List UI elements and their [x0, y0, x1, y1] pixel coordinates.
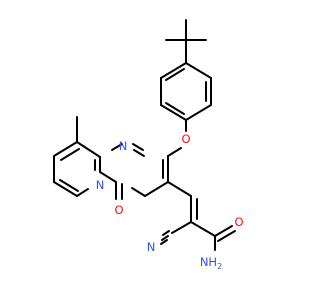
- phenyl-ring: [160, 62, 212, 121]
- pyrimidinone-ring: [99, 143, 169, 197]
- nitrile-group: [160, 221, 192, 245]
- amide-oxygen-label: O: [234, 215, 243, 229]
- nitrile-nitrogen-label: N: [147, 240, 156, 254]
- structure-diagram: O N N O N O NH2: [53, 19, 244, 271]
- ring-nitrogen-bridge-label: N: [96, 178, 105, 192]
- amide-nh2-label: NH2: [200, 255, 222, 271]
- acrylamide-chain: [167, 181, 236, 251]
- ether-oxygen-label: O: [181, 132, 190, 146]
- tert-butyl-group: [165, 19, 207, 64]
- molecule-canvas: O N N O N O NH2: [53, 19, 244, 271]
- pyridine-ring: [53, 141, 101, 197]
- ring-nitrogen-top-label: N: [119, 139, 128, 153]
- carbonyl-oxygen-label: O: [114, 203, 123, 217]
- ether-linkage: [167, 119, 187, 157]
- carbonyl-group: [115, 181, 123, 200]
